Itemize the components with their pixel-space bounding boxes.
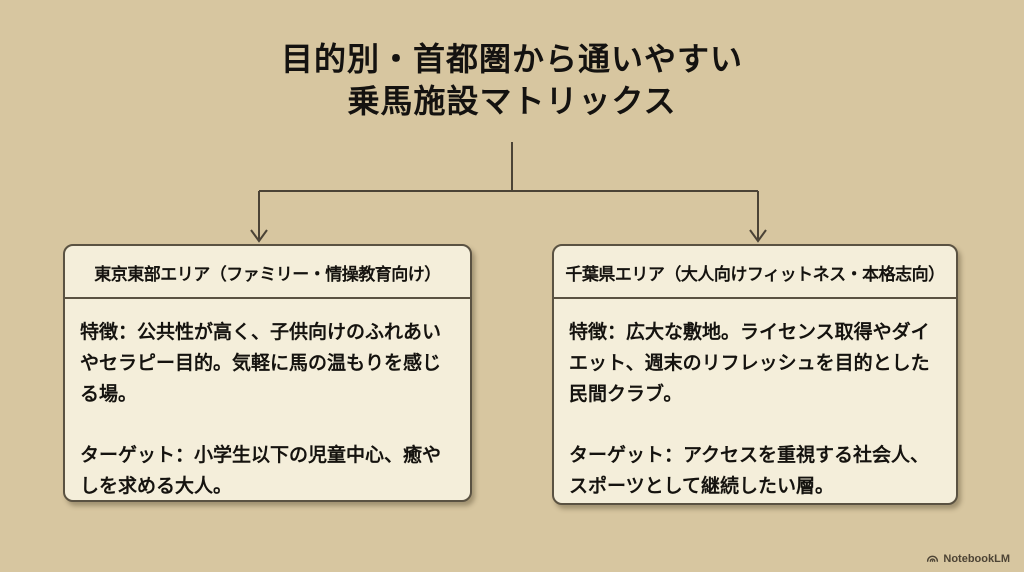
notebooklm-logo-icon: [927, 555, 939, 562]
diagram-title: 目的別・首都圏から通いやすい 乗馬施設マトリックス: [0, 38, 1024, 122]
notebooklm-watermark: NotebookLM: [926, 552, 1010, 565]
area-box-tokyo-east: 東京東部エリア（ファミリー・情操教育向け） 特徴：公共性が高く、子供向けのふれあ…: [63, 244, 472, 502]
arrow-down-right-icon: [749, 229, 767, 243]
watermark-label: NotebookLM: [943, 552, 1010, 565]
diagram-title-line1: 目的別・首都圏から通いやすい: [280, 41, 743, 77]
area-box-tokyo-east-header: 東京東部エリア（ファミリー・情操教育向け）: [65, 246, 470, 299]
area-box-chiba: 千葉県エリア（大人向けフィットネス・本格志向） 特徴：広大な敷地。ライセンス取得…: [552, 244, 958, 505]
area-box-chiba-header: 千葉県エリア（大人向けフィットネス・本格志向）: [554, 246, 956, 299]
target-text: ターゲット：アクセスを重視する社会人、 スポーツとして継続したい層。: [569, 445, 930, 497]
arrow-down-left-icon: [250, 229, 268, 243]
area-box-tokyo-east-body: 特徴：公共性が高く、子供向けのふれあい やセラピー目的。気軽に馬の温もりを感じ …: [65, 299, 470, 502]
feature-text: 特徴：広大な敷地。ライセンス取得やダイ エット、週末のリフレッシュを目的とした …: [569, 322, 930, 405]
diagram-title-line2: 乗馬施設マトリックス: [347, 83, 677, 119]
area-box-chiba-body: 特徴：広大な敷地。ライセンス取得やダイ エット、週末のリフレッシュを目的とした …: [554, 299, 956, 502]
target-text: ターゲット：小学生以下の児童中心、癒や しを求める大人。: [80, 445, 442, 497]
feature-text: 特徴：公共性が高く、子供向けのふれあい やセラピー目的。気軽に馬の温もりを感じ …: [80, 322, 442, 405]
